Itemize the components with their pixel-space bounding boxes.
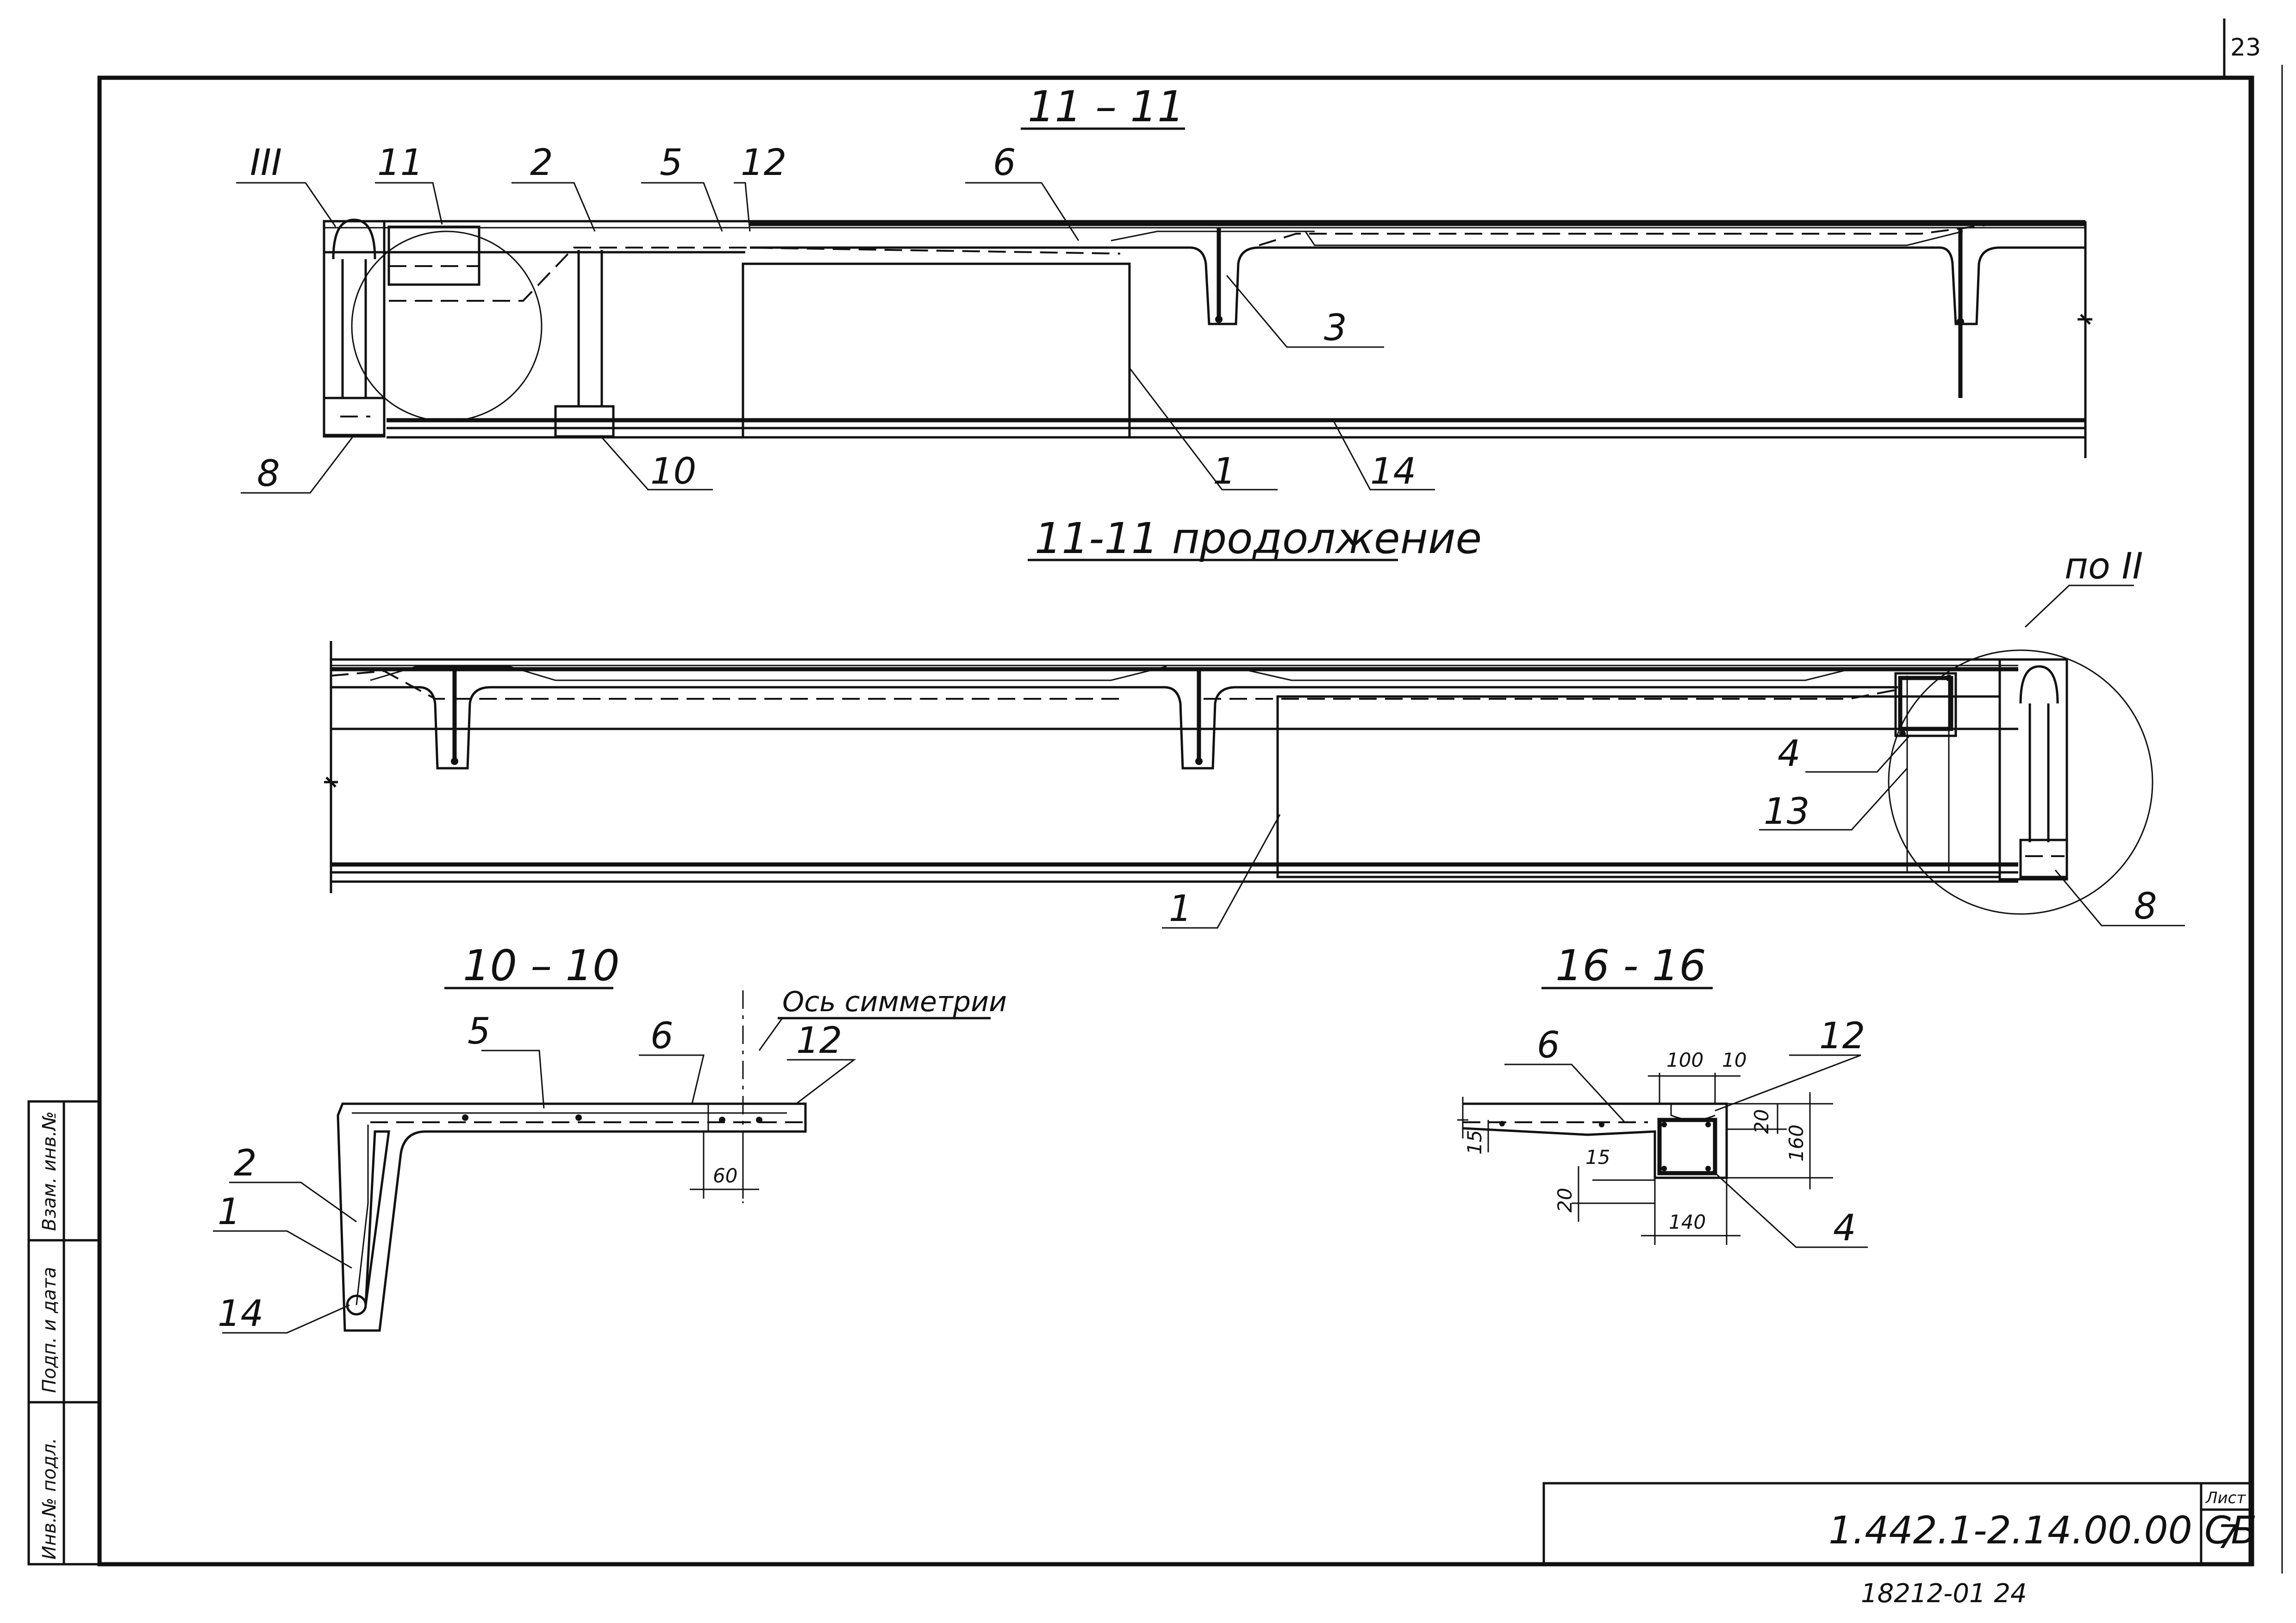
s11c-callout-poII: по II xyxy=(2065,546,2143,587)
s16-callout-6: 6 xyxy=(1537,1025,1560,1066)
s10-callout-5: 5 xyxy=(468,1011,491,1052)
section-11-cont-title: 11-11 продолжение xyxy=(1035,514,1482,563)
s10-callout-14: 14 xyxy=(218,1293,263,1335)
sheet-frame xyxy=(97,19,2283,1573)
section-11-cont-drawing: 11-11 продолжение xyxy=(324,514,2185,930)
s11-callout-11: 11 xyxy=(377,142,423,184)
s16-callout-4: 4 xyxy=(1833,1207,1856,1249)
s11-callout-14: 14 xyxy=(1370,451,1416,492)
s10-dim-60: 60 xyxy=(713,1164,737,1187)
s16-dim-20-low: 20 xyxy=(1554,1188,1576,1213)
section-10-title: 10 – 10 xyxy=(463,941,620,990)
s16-dim-15: 15 xyxy=(1585,1146,1610,1169)
s11-callout-5: 5 xyxy=(660,142,683,184)
s11-callout-3: 3 xyxy=(1324,307,1347,349)
s11-callout-III: III xyxy=(250,142,282,184)
stamp-vzam: Взам. инв.№ xyxy=(39,1111,60,1231)
s16-callout-12: 12 xyxy=(1819,1015,1865,1057)
s10-callout-2: 2 xyxy=(234,1143,257,1184)
s10-axis-note: Ось симметрии xyxy=(782,986,1007,1018)
section-16-drawing: 16 - 16 100 10 20 160 15 1 xyxy=(1457,941,1868,1249)
section-11-title: 11 – 11 xyxy=(1028,82,1185,131)
s16-dim-20: 20 xyxy=(1750,1109,1773,1134)
s11-callout-2: 2 xyxy=(530,142,553,184)
s11-callout-10: 10 xyxy=(650,451,696,492)
s11-callout-8: 8 xyxy=(257,453,280,495)
section-16-title: 16 - 16 xyxy=(1555,941,1706,990)
s10-callout-1: 1 xyxy=(218,1191,241,1233)
s11-callout-1: 1 xyxy=(1213,451,1236,492)
s16-dim-140: 140 xyxy=(1669,1211,1706,1233)
s16-dim-100: 100 xyxy=(1666,1049,1703,1071)
section-11-drawing: 11 – 11 xyxy=(236,82,2092,495)
s11c-callout-4: 4 xyxy=(1778,733,1801,775)
archive-number: 18212-01 24 xyxy=(1861,1579,2027,1609)
s11c-callout-1: 1 xyxy=(1169,888,1192,930)
s16-dim-160: 160 xyxy=(1785,1125,1808,1162)
sheet-label: Лист xyxy=(2205,1489,2246,1507)
s10-callout-6: 6 xyxy=(650,1015,674,1057)
title-block xyxy=(1542,1482,2253,1566)
s10-callout-12: 12 xyxy=(796,1020,842,1062)
stamp-inv: Инв.№ подл. xyxy=(39,1438,60,1560)
s11-callout-12: 12 xyxy=(741,142,786,184)
s16-dim-15-left: 15 xyxy=(1463,1130,1486,1155)
corner-sheet-number: 23 xyxy=(2230,34,2261,62)
side-stamp: Взам. инв.№ Подп. и дата Инв.№ подл. xyxy=(27,1100,101,1566)
s11-callout-6: 6 xyxy=(993,142,1016,184)
section-10-drawing: 10 – 10 Ось симметрии 60 5 6 12 2 1 xyxy=(213,941,1007,1335)
sheet-number: 7 xyxy=(2217,1518,2238,1556)
stamp-podp: Подп. и дата xyxy=(39,1267,60,1393)
s11c-callout-8: 8 xyxy=(2134,886,2157,927)
doc-code: 1.442.1-2.14.00.00 СБ xyxy=(1828,1509,2257,1553)
s11c-callout-13: 13 xyxy=(1764,791,1809,833)
s16-dim-10: 10 xyxy=(1722,1049,1747,1071)
